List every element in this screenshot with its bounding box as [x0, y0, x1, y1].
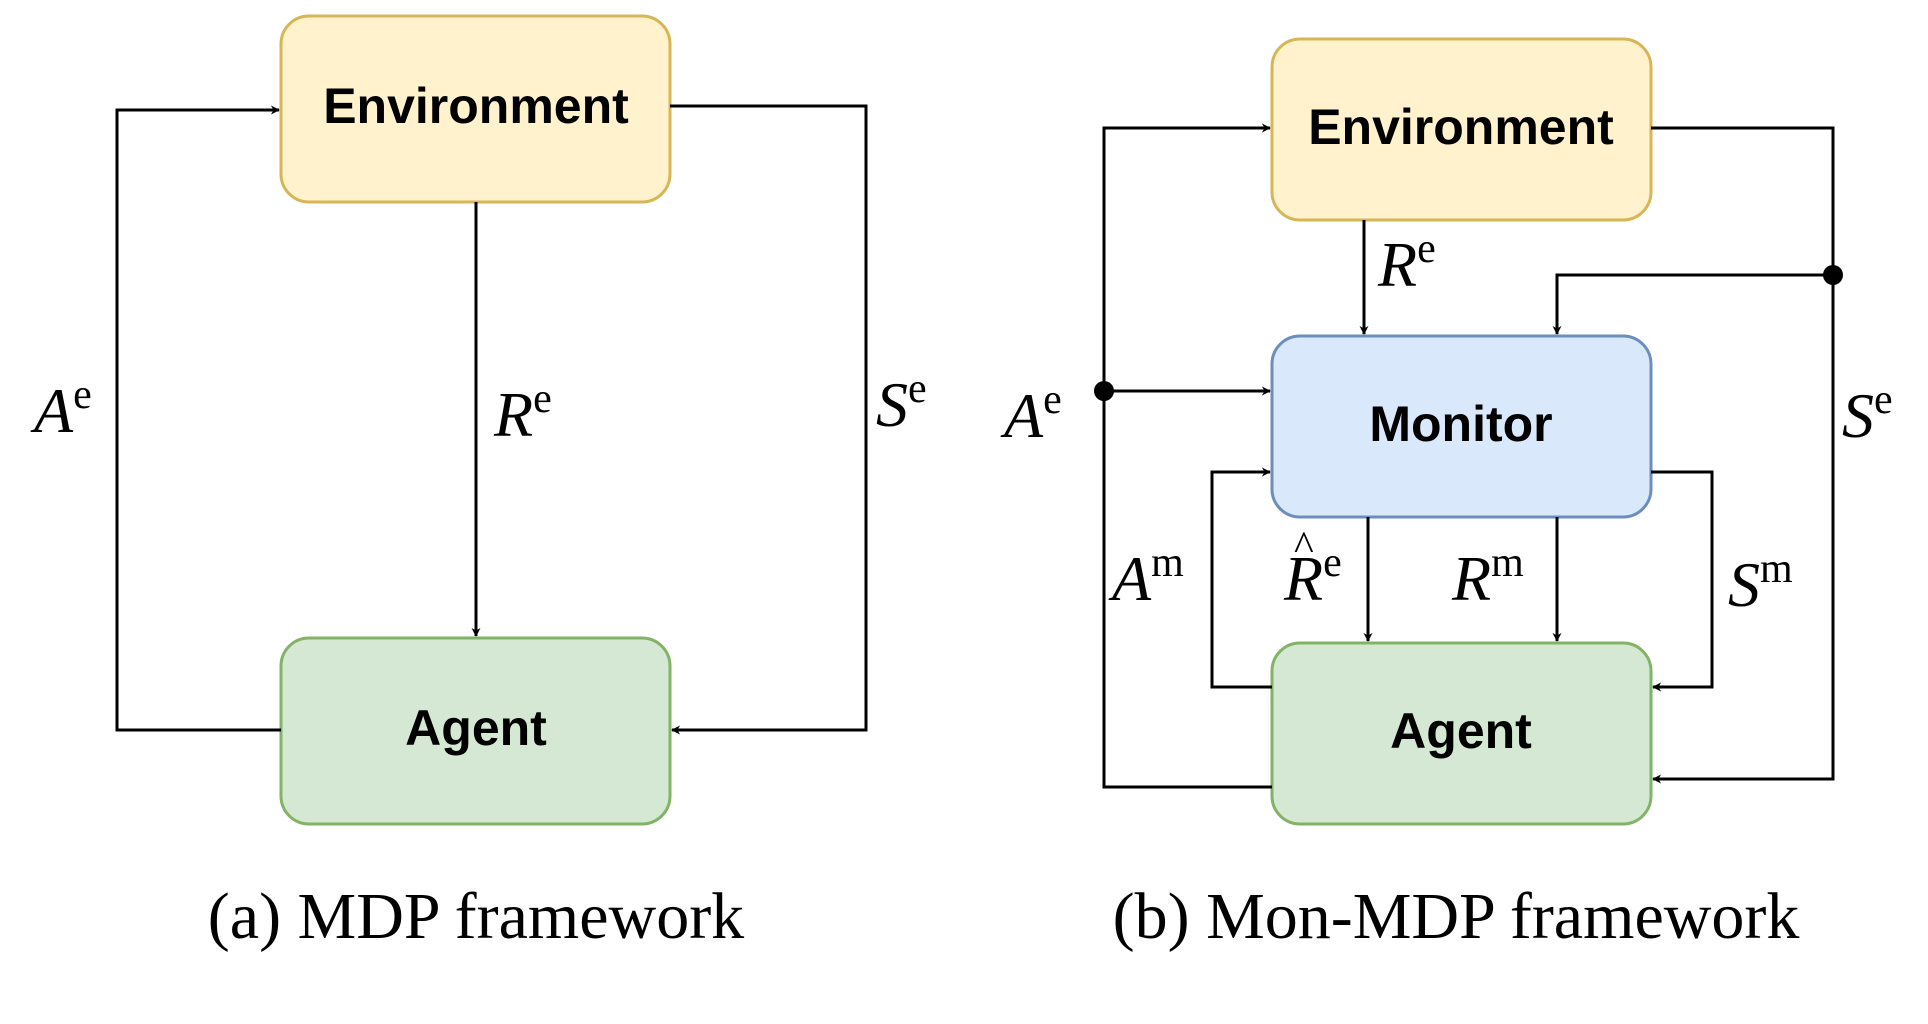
monmdp-agent-node: Agent: [1270, 641, 1653, 826]
monmdp-observed-reward-label: ^ Re: [1283, 524, 1342, 614]
monmdp-state-junction: [1823, 265, 1843, 285]
monmdp-environment-node: Environment: [1270, 37, 1653, 222]
mdp-environment-node: Environment: [279, 14, 672, 204]
mdp-reward-label: Re: [493, 376, 552, 450]
monmdp-env-state-edge: [1651, 126, 1835, 784]
monmdp-mon-state-label: Sm: [1728, 546, 1793, 620]
mdp-state-edge: [670, 104, 868, 735]
mdp-agent-node: Agent: [279, 636, 672, 826]
mdp-agent-label: Agent: [405, 700, 547, 756]
monmdp-mon-reward-label: Rm: [1451, 540, 1524, 614]
monmdp-env-state-label: Se: [1842, 377, 1893, 451]
mdp-action-label: Ae: [30, 372, 92, 446]
monmdp-env-action-edge: [1102, 123, 1272, 789]
monmdp-caption: (b) Mon-MDP framework: [1113, 880, 1800, 953]
monmdp-mon-action-edge: [1210, 467, 1272, 689]
monmdp-env-reward-label: Re: [1377, 226, 1436, 300]
panel-a: Environment Agent Ae Re Se (a) MDP frame…: [30, 14, 927, 953]
monmdp-env-action-label: Ae: [1000, 377, 1062, 451]
mdp-environment-label: Environment: [323, 78, 629, 134]
monmdp-mon-state-edge: [1651, 470, 1714, 692]
monmdp-mon-action-label: Am: [1108, 540, 1184, 614]
panel-b: Environment Monitor Agent: [1000, 37, 1893, 953]
monmdp-action-junction: [1094, 381, 1114, 401]
mdp-state-label: Se: [876, 366, 927, 440]
svg-text:^: ^: [1294, 524, 1314, 570]
monmdp-monitor-label: Monitor: [1369, 396, 1552, 452]
mdp-caption: (a) MDP framework: [208, 880, 744, 953]
monmdp-monitor-node: Monitor: [1270, 334, 1653, 519]
monmdp-environment-label: Environment: [1308, 99, 1614, 155]
monmdp-env-state-to-monitor-edge: [1552, 273, 1833, 335]
svg-text:Re: Re: [1283, 540, 1342, 614]
mdp-action-edge: [115, 105, 281, 732]
monmdp-agent-label: Agent: [1390, 703, 1532, 759]
